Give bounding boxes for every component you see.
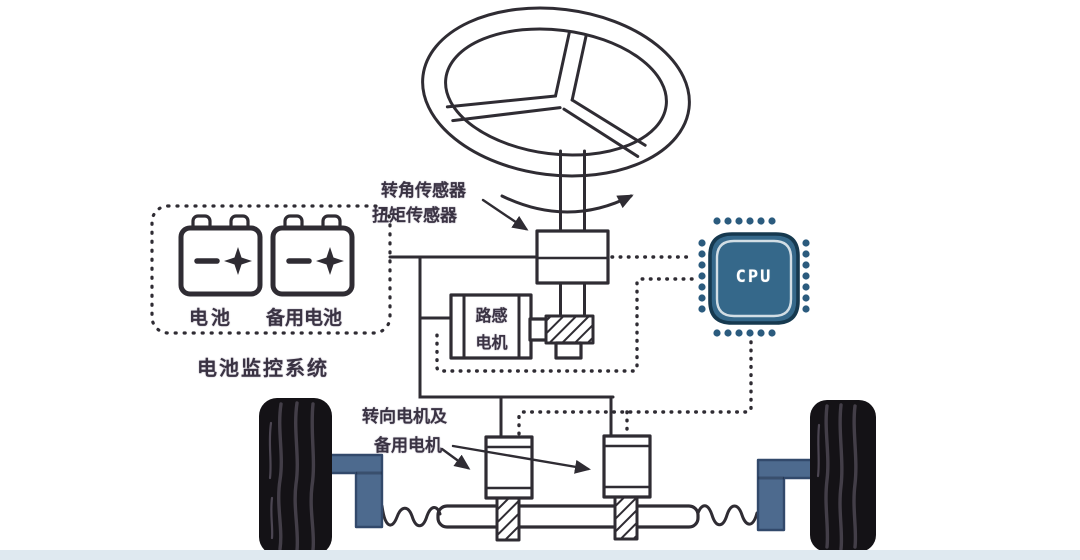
cpu-chip-inner-line [715, 239, 793, 318]
power-wires [388, 255, 615, 440]
coil-spring-icon-left [380, 504, 442, 528]
cpu-pin-dot [768, 217, 776, 225]
battery-monitoring-system [150, 204, 392, 335]
steering-motor-right [602, 434, 652, 499]
right-steering-knuckle [756, 458, 814, 532]
steering-column [559, 149, 586, 322]
cpu-pin-dot [757, 217, 765, 225]
battery-system-dashed-outline [150, 204, 392, 335]
cpu-pin-dot [802, 250, 810, 258]
motor-label-arrow-right [451, 444, 591, 474]
tire-left-icon [259, 398, 332, 555]
wheel-inner-rim [444, 27, 668, 157]
sensor-label-arrow [481, 198, 529, 231]
battery-icon [178, 214, 263, 297]
steering-rack [436, 504, 700, 529]
cpu-chip-icon [698, 217, 810, 337]
steering-motor-label-line1: 转向电机及 [362, 407, 447, 426]
wheel-spokes [445, 30, 647, 158]
battery-plus-terminal [224, 247, 252, 275]
wire-power-trunk [418, 255, 615, 399]
steering-wheel-icon [421, 6, 691, 178]
cpu-pin-dot [802, 239, 810, 247]
road-feel-motor-label-line1: 路感 [475, 308, 508, 325]
battery-plus-terminal [316, 247, 344, 275]
cpu-pin-dot [698, 250, 706, 258]
backup-battery-icon [270, 214, 355, 297]
cpu-label: CPU [735, 267, 773, 287]
cpu-pin-dot [802, 294, 810, 302]
sensor-label-line2: 扭矩传感器 [372, 206, 457, 225]
steering-motor-label-line2: 备用电机 [374, 436, 442, 455]
cpu-pin-dot [746, 329, 754, 337]
rotation-arrow-icon [500, 194, 634, 214]
battery-monitoring-system-label: 电池监控系统 [197, 358, 329, 380]
cpu-pin-dot [698, 283, 706, 291]
cpu-pin-dot [698, 261, 706, 269]
cpu-pin-dot [698, 239, 706, 247]
right-motor-pinion-shaft [613, 495, 639, 541]
column-end-stub [554, 341, 583, 360]
cpu-pin-dot [735, 217, 743, 225]
steering-motor-left [484, 435, 534, 500]
battery-body [178, 225, 263, 297]
signal-wires [435, 255, 753, 436]
sensor-label-line1: 转角传感器 [381, 181, 466, 200]
cpu-pin-dot [713, 329, 721, 337]
cpu-pin-dot [802, 305, 810, 313]
footer-strip [0, 550, 1080, 560]
cpu-pin-dot [802, 272, 810, 280]
road-feel-motor-label-line2: 电机 [475, 335, 508, 352]
coil-spring-icon-right [696, 504, 759, 527]
cpu-pin-dot [802, 261, 810, 269]
motor-label-arrow-left [440, 447, 471, 470]
cpu-pin-dot [698, 294, 706, 302]
cpu-pin-dot [724, 217, 732, 225]
battery-body [270, 225, 355, 297]
wheel-outer-rim [421, 6, 691, 178]
cpu-pin-dot [698, 305, 706, 313]
left-motor-pinion-shaft [495, 496, 521, 542]
cpu-pin-dot [713, 217, 721, 225]
cpu-pin-dot [746, 217, 754, 225]
wire-cpu-to-road-feel-motor [435, 277, 694, 373]
cpu-pin-dot [698, 272, 706, 280]
cpu-pin-dot [757, 329, 765, 337]
tire-right-icon [810, 400, 876, 552]
cpu-pin-dot [724, 329, 732, 337]
battery-label: 电池 [189, 308, 234, 329]
cpu-pin-dot [735, 329, 743, 337]
wire-cpu-to-motors [517, 340, 753, 436]
cpu-chip-body [708, 232, 800, 325]
hatched-worm-gear-icon [544, 314, 595, 345]
left-steering-knuckle [328, 453, 384, 529]
cpu-pins [698, 217, 810, 337]
backup-battery-label: 备用电池 [266, 308, 343, 329]
cpu-pin-dot [802, 283, 810, 291]
cpu-pin-dot [768, 329, 776, 337]
